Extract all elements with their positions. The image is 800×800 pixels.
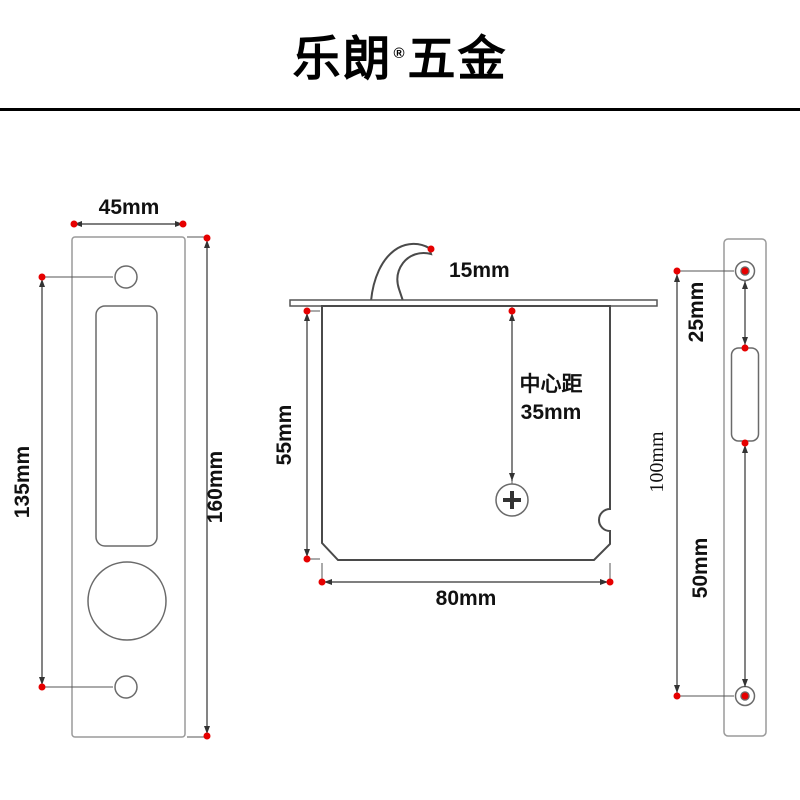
brand-suffix: 五金: [407, 33, 508, 86]
header: 乐朗®五金: [0, 0, 800, 108]
endpoint-dot: [70, 220, 78, 228]
endpoint-dot: [318, 578, 326, 586]
endpoint-dot: [741, 692, 749, 700]
endpoint-dot: [38, 683, 46, 691]
front-height-label: 160mm: [204, 451, 227, 523]
side-screw-hole-bottom-inner: [740, 691, 750, 701]
endpoint-dot: [508, 307, 516, 315]
brand-title: 乐朗®五金: [292, 19, 507, 89]
side-top-segment-label: 25mm: [685, 282, 708, 343]
center-distance-title: 中心距: [520, 373, 583, 396]
front-plate-outline: [71, 236, 186, 738]
endpoint-dot: [673, 692, 681, 700]
endpoint-dot: [179, 220, 187, 228]
endpoint-dot: [38, 273, 46, 281]
endpoint-dot: [741, 267, 749, 275]
endpoint-dot: [203, 234, 211, 242]
cross-screw-hole: [495, 483, 529, 517]
body-width-label: 80mm: [436, 587, 497, 610]
body-depth-label: 55mm: [273, 405, 296, 466]
side-bottom-segment-label: 50mm: [689, 538, 712, 599]
cross-screw-mark-icon: [503, 491, 521, 509]
endpoint-dot: [741, 439, 749, 447]
side-screw-hole-top-inner: [740, 266, 750, 276]
front-width-label: 45mm: [99, 196, 160, 219]
hook-size-label: 15mm: [449, 259, 510, 282]
front-slot-cutout: [95, 305, 158, 547]
endpoint-dot: [303, 307, 311, 315]
registered-trademark-icon: ®: [393, 45, 407, 62]
front-screw-hole-bottom: [114, 675, 138, 699]
front-hole-spacing-label: 135mm: [11, 446, 34, 518]
brand-name: 乐朗: [292, 33, 393, 86]
endpoint-dot: [203, 732, 211, 740]
lock-body-dimensions: 15mm 55mm 中心距 35mm 80mm: [273, 259, 611, 610]
dimension-endpoints: [38, 220, 749, 740]
center-distance-value: 35mm: [521, 401, 582, 424]
front-thumbturn-cutout: [87, 561, 167, 641]
lock-body-outline: [321, 305, 611, 561]
endpoint-dot: [741, 344, 749, 352]
front-plate-drawing: [71, 236, 186, 738]
header-divider: [0, 108, 800, 111]
endpoint-dot: [606, 578, 614, 586]
side-overall-label: 100mm: [646, 431, 668, 493]
lock-body-drawing: [289, 242, 658, 561]
hook-latch: [369, 242, 433, 302]
endpoint-dot: [673, 267, 681, 275]
endpoint-dot: [427, 245, 435, 253]
front-screw-hole-top: [114, 265, 138, 289]
endpoint-dot: [303, 555, 311, 563]
side-screw-hole-top-outer: [734, 260, 756, 282]
side-plate-dimensions: 25mm 50mm 100mm: [646, 270, 748, 697]
front-plate-dimensions: 45mm 135mm 160mm: [11, 196, 227, 738]
